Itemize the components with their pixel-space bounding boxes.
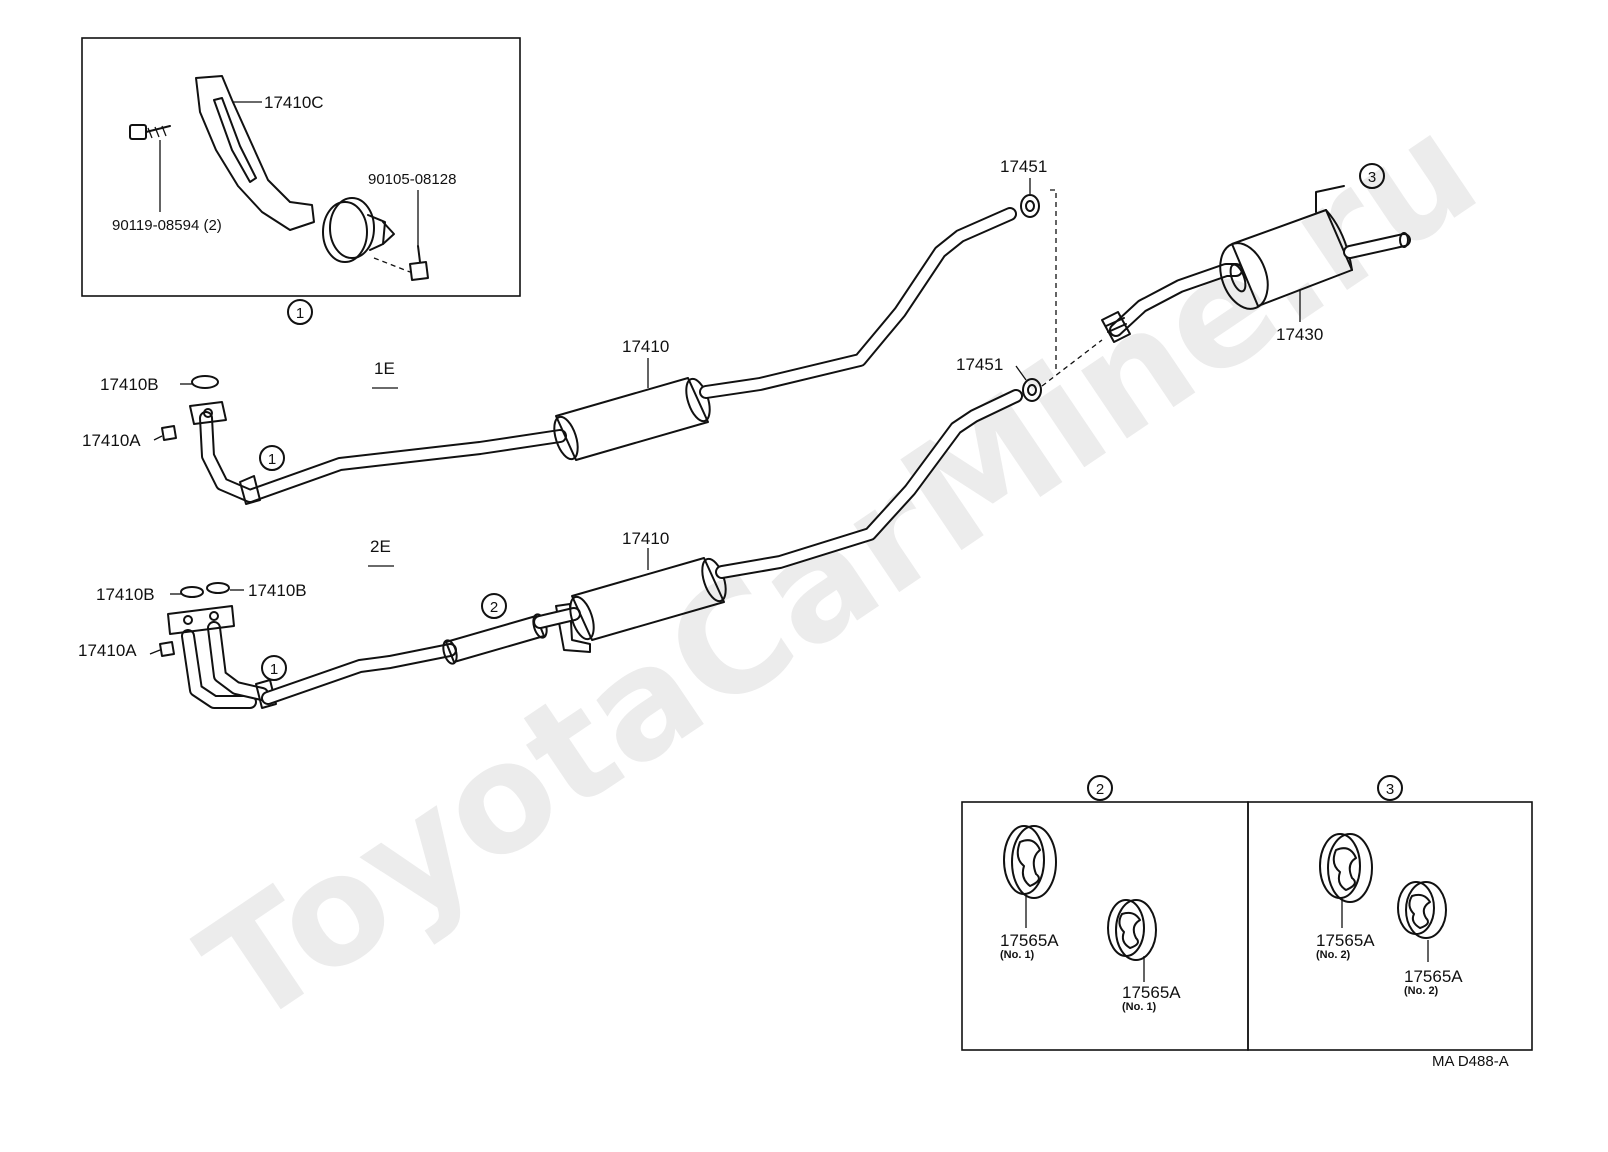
watermark: ToyotaCarMine.ru bbox=[173, 82, 1507, 1060]
figure-code: MA D488-A bbox=[1432, 1053, 1509, 1070]
variant-1e: 1E 17410B 17410A 17410 1 bbox=[82, 207, 1017, 505]
note-box3-b: (No. 2) bbox=[1404, 985, 1439, 997]
resonator-2e bbox=[442, 613, 548, 665]
label-17410b-2e-right: 17410B bbox=[248, 581, 307, 600]
gasket-17410b-2e-right bbox=[206, 582, 230, 594]
flange-1e bbox=[189, 401, 227, 425]
label-17565a-box3-a: 17565A bbox=[1316, 931, 1375, 950]
note-box3-a: (No. 2) bbox=[1316, 949, 1351, 961]
label-17410b-2e-left: 17410B bbox=[96, 585, 155, 604]
muffler-17430 bbox=[1219, 185, 1411, 310]
gasket-17451-top bbox=[1020, 194, 1040, 218]
ref-circle-2-2e: 2 bbox=[481, 593, 507, 619]
label-17451-top: 17451 bbox=[1000, 157, 1047, 176]
ref-circle-2-hangers: 2 bbox=[1087, 775, 1113, 801]
svg-text:3: 3 bbox=[1368, 169, 1376, 186]
variant-2e: 2E bbox=[78, 389, 1023, 709]
flange-2e bbox=[167, 605, 235, 635]
gasket-17410b-2e-left bbox=[180, 586, 204, 598]
variant-2e-label: 2E bbox=[370, 537, 391, 556]
label-17565a-box2-b: 17565A bbox=[1122, 983, 1181, 1002]
label-17430: 17430 bbox=[1276, 325, 1323, 344]
clamp-ring bbox=[322, 197, 395, 263]
label-17410-1e: 17410 bbox=[622, 337, 669, 356]
label-17410b-1e: 17410B bbox=[100, 375, 159, 394]
inset-box-1: 17410C 90119-08594 (2) 90105-08128 bbox=[81, 37, 521, 297]
hanger-17565a-no2-large bbox=[1319, 833, 1373, 903]
label-90119-08594: 90119-08594 (2) bbox=[112, 217, 222, 234]
ref-circle-1-inset: 1 bbox=[287, 299, 313, 325]
svg-text:3: 3 bbox=[1386, 781, 1394, 798]
hangers-box-2: 2 17565A (No. 1) 17565A (No. 1) bbox=[961, 775, 1249, 1051]
hanger-17565a-no1-small bbox=[1107, 899, 1157, 961]
nut-17410a-2e bbox=[159, 641, 175, 657]
svg-text:1: 1 bbox=[268, 451, 276, 468]
gasket-17410b-1e bbox=[191, 375, 219, 389]
note-box2-a: (No. 1) bbox=[1000, 949, 1035, 961]
label-17410c: 17410C bbox=[264, 93, 324, 112]
hangers-box-3: 3 17565A (No. 2) 17565A (No. 2) bbox=[1247, 775, 1533, 1051]
ref-circle-1-2e: 1 bbox=[261, 655, 287, 681]
label-17410a-2e: 17410A bbox=[78, 641, 137, 660]
svg-text:1: 1 bbox=[296, 305, 304, 322]
gasket-17451-bottom bbox=[1022, 378, 1042, 402]
tail-section: 17451 17451 17430 3 bbox=[956, 157, 1411, 402]
muffler-17410-1e bbox=[553, 377, 711, 461]
hanger-17565a-no1-large bbox=[1003, 825, 1057, 899]
nut-17410a-1e bbox=[161, 425, 177, 441]
svg-text:2: 2 bbox=[490, 599, 498, 616]
hanger-17565a-no2-small bbox=[1397, 881, 1447, 939]
label-17565a-box2-a: 17565A bbox=[1000, 931, 1059, 950]
label-17410-2e: 17410 bbox=[622, 529, 669, 548]
svg-text:2: 2 bbox=[1096, 781, 1104, 798]
note-box2-b: (No. 1) bbox=[1122, 1001, 1157, 1013]
label-90105-08128: 90105-08128 bbox=[368, 171, 456, 188]
bracket-17410c bbox=[195, 75, 315, 231]
ref-circle-3-hangers: 3 bbox=[1377, 775, 1403, 801]
ref-circle-1-1e: 1 bbox=[259, 445, 285, 471]
bolt-90119-08594 bbox=[129, 124, 171, 140]
svg-text:1: 1 bbox=[270, 661, 278, 678]
label-17451-bottom: 17451 bbox=[956, 355, 1003, 374]
label-17565a-box3-b: 17565A bbox=[1404, 967, 1463, 986]
ref-circle-3-tail: 3 bbox=[1359, 163, 1385, 189]
label-17410a-1e: 17410A bbox=[82, 431, 141, 450]
nut-90105-08128 bbox=[409, 245, 429, 281]
variant-1e-label: 1E bbox=[374, 359, 395, 378]
